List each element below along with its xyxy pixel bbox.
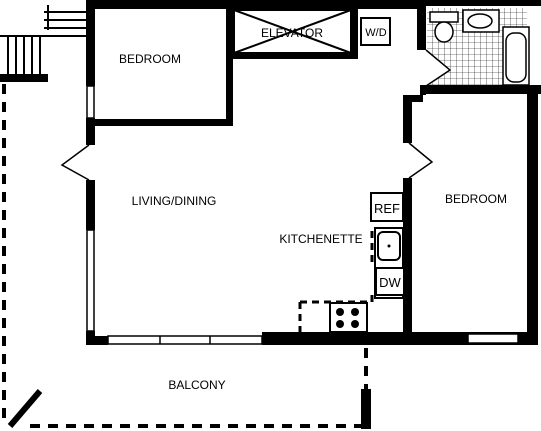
bedroom-left-label: BEDROOM [119,52,181,66]
stove-burner-icon [336,308,359,328]
toilet-tank [429,11,459,23]
sink-icon [467,13,493,29]
bathroom [425,8,530,87]
bedroom-right-label: BEDROOM [445,192,507,206]
interior-walls [95,9,426,345]
living-dining-label: LIVING/DINING [132,194,217,208]
windows [86,85,519,345]
kitchen-sink-drain [387,244,391,248]
balcony-label: BALCONY [168,378,225,392]
elevator-label: ELEVATOR [261,26,323,40]
balcony-post [361,389,371,429]
balcony-boundary [2,84,368,428]
bathtub-basin [505,32,527,83]
kitchen-dashed-outline [298,231,374,332]
stair-landing [0,74,48,82]
stair-railing [0,5,86,78]
kitchenette-label: KITCHENETTE [279,232,362,246]
doors [60,142,434,181]
kitchen-counter [374,227,404,299]
washer-dryer-box [360,17,391,46]
bathroom-door-swing [425,49,452,87]
toilet-icon [434,21,454,43]
dishwasher-box [375,267,405,296]
refrigerator-box [370,192,404,222]
elevator-shaft [233,9,352,54]
entry-door-swing [60,144,90,181]
stove-box [329,302,368,333]
washer-dryer-label: W/D [365,27,386,39]
kitchenette-fixtures [329,192,405,333]
dishwasher-label: DW [379,275,401,290]
elevator-door-marks [234,56,351,59]
right-bedroom-door-swing [408,142,434,179]
refrigerator-label: REF [374,201,400,216]
balcony-corner-brace [7,389,43,428]
